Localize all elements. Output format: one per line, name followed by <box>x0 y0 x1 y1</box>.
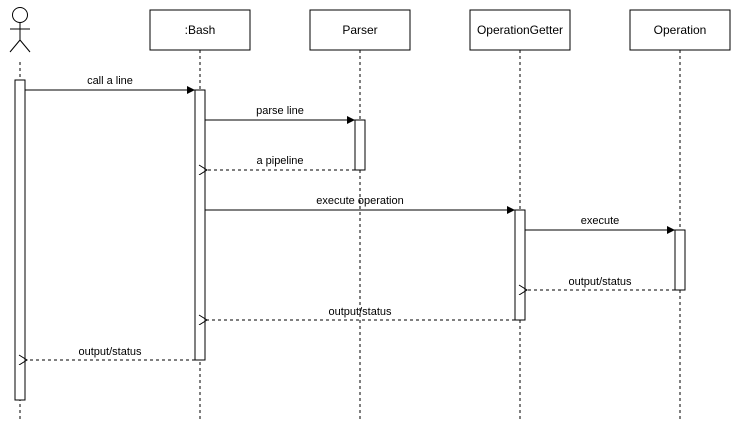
parser-activation <box>354 119 366 171</box>
return-output-status-getter: output/status <box>207 306 515 320</box>
participant-operation-getter: OperationGetter <box>469 9 571 51</box>
participant-operation-label: Operation <box>654 23 707 37</box>
return-a-pipeline-label: a pipeline <box>256 155 303 167</box>
return-output-status-operation: output/status <box>527 276 675 290</box>
message-parse-line-label: parse line <box>256 105 304 117</box>
operation-activation <box>674 229 686 291</box>
message-execute-operation-label: execute operation <box>316 195 403 207</box>
participant-operation-getter-label: OperationGetter <box>477 23 563 37</box>
return-output-status-bash-label: output/status <box>79 346 142 358</box>
message-execute-label: execute <box>581 215 620 227</box>
message-call-line-label: call a line <box>87 75 133 87</box>
bash-activation <box>194 89 206 361</box>
return-a-pipeline: a pipeline <box>207 155 355 170</box>
operation-getter-activation <box>514 209 526 321</box>
user-activation <box>14 79 26 401</box>
participant-operation: Operation <box>629 9 731 51</box>
return-output-status-getter-label: output/status <box>329 306 392 318</box>
participant-parser: Parser <box>309 9 411 51</box>
participant-bash-label: :Bash <box>185 23 216 37</box>
message-execute-operation: execute operation <box>205 195 515 214</box>
message-parse-line: parse line <box>205 105 355 124</box>
return-output-status-operation-label: output/status <box>569 276 632 288</box>
user-actor-icon <box>9 7 31 53</box>
participant-bash: :Bash <box>149 9 251 51</box>
participant-parser-label: Parser <box>342 23 377 37</box>
return-output-status-bash: output/status <box>27 346 195 360</box>
message-execute: execute <box>525 215 675 234</box>
message-call-line: call a line <box>25 75 195 94</box>
